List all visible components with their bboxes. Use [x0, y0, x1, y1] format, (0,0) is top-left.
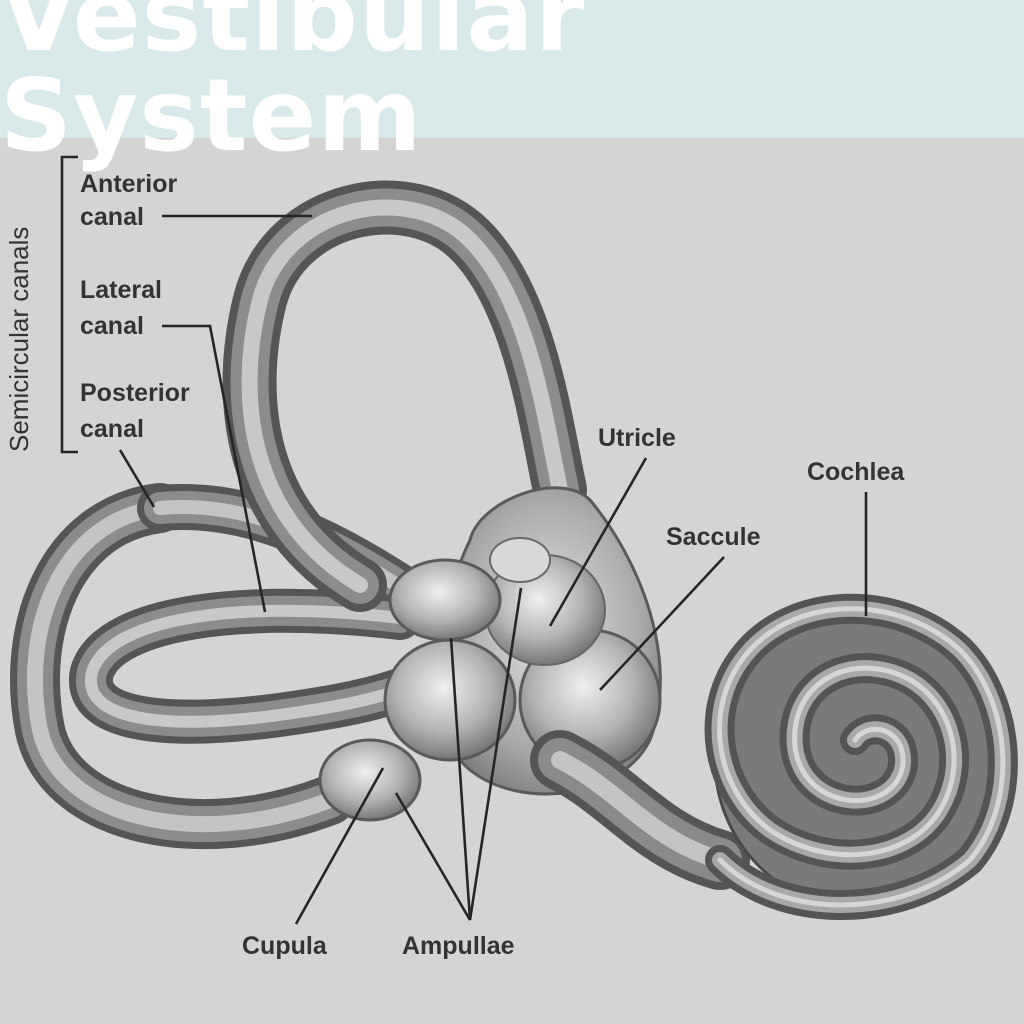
posterior-canal-label-line2: canal — [80, 415, 144, 443]
anterior-canal-label-line2: canal — [80, 203, 144, 231]
saccule-leader — [599, 556, 725, 691]
anterior-canal-label-line1: Anterior — [80, 170, 178, 198]
posterior-canal-leader — [118, 449, 156, 508]
semicircular-canals-label: Semicircular canals — [4, 227, 34, 452]
posterior-canal-label-line1: Posterior — [80, 379, 190, 407]
ampulla-shape — [318, 738, 422, 822]
lateral-canal-shape — [69, 588, 422, 744]
utricle-label: Utricle — [598, 424, 676, 452]
lateral-canal-leader — [162, 324, 267, 613]
lateral-canal-label-line1: Lateral — [80, 276, 162, 304]
ampulla-shape — [383, 638, 517, 762]
cupula-leader — [294, 767, 385, 925]
utricle-leader — [548, 457, 648, 627]
cochlea-label: Cochlea — [807, 458, 905, 486]
ampulla-shape — [388, 558, 502, 642]
title-banner: Vestibular System — [0, 0, 1024, 166]
lateral-canal-label-line2: canal — [80, 312, 144, 340]
page-title: Vestibular System — [0, 0, 586, 174]
ampullae-label: Ampullae — [402, 932, 515, 960]
saccule-label: Saccule — [666, 523, 761, 551]
anterior-canal-shape — [222, 180, 587, 612]
ampullae-leader — [394, 587, 523, 921]
cochlea-shape — [530, 593, 1018, 920]
semicircular-canals-bracket — [60, 155, 78, 454]
cupula-label: Cupula — [242, 932, 328, 960]
